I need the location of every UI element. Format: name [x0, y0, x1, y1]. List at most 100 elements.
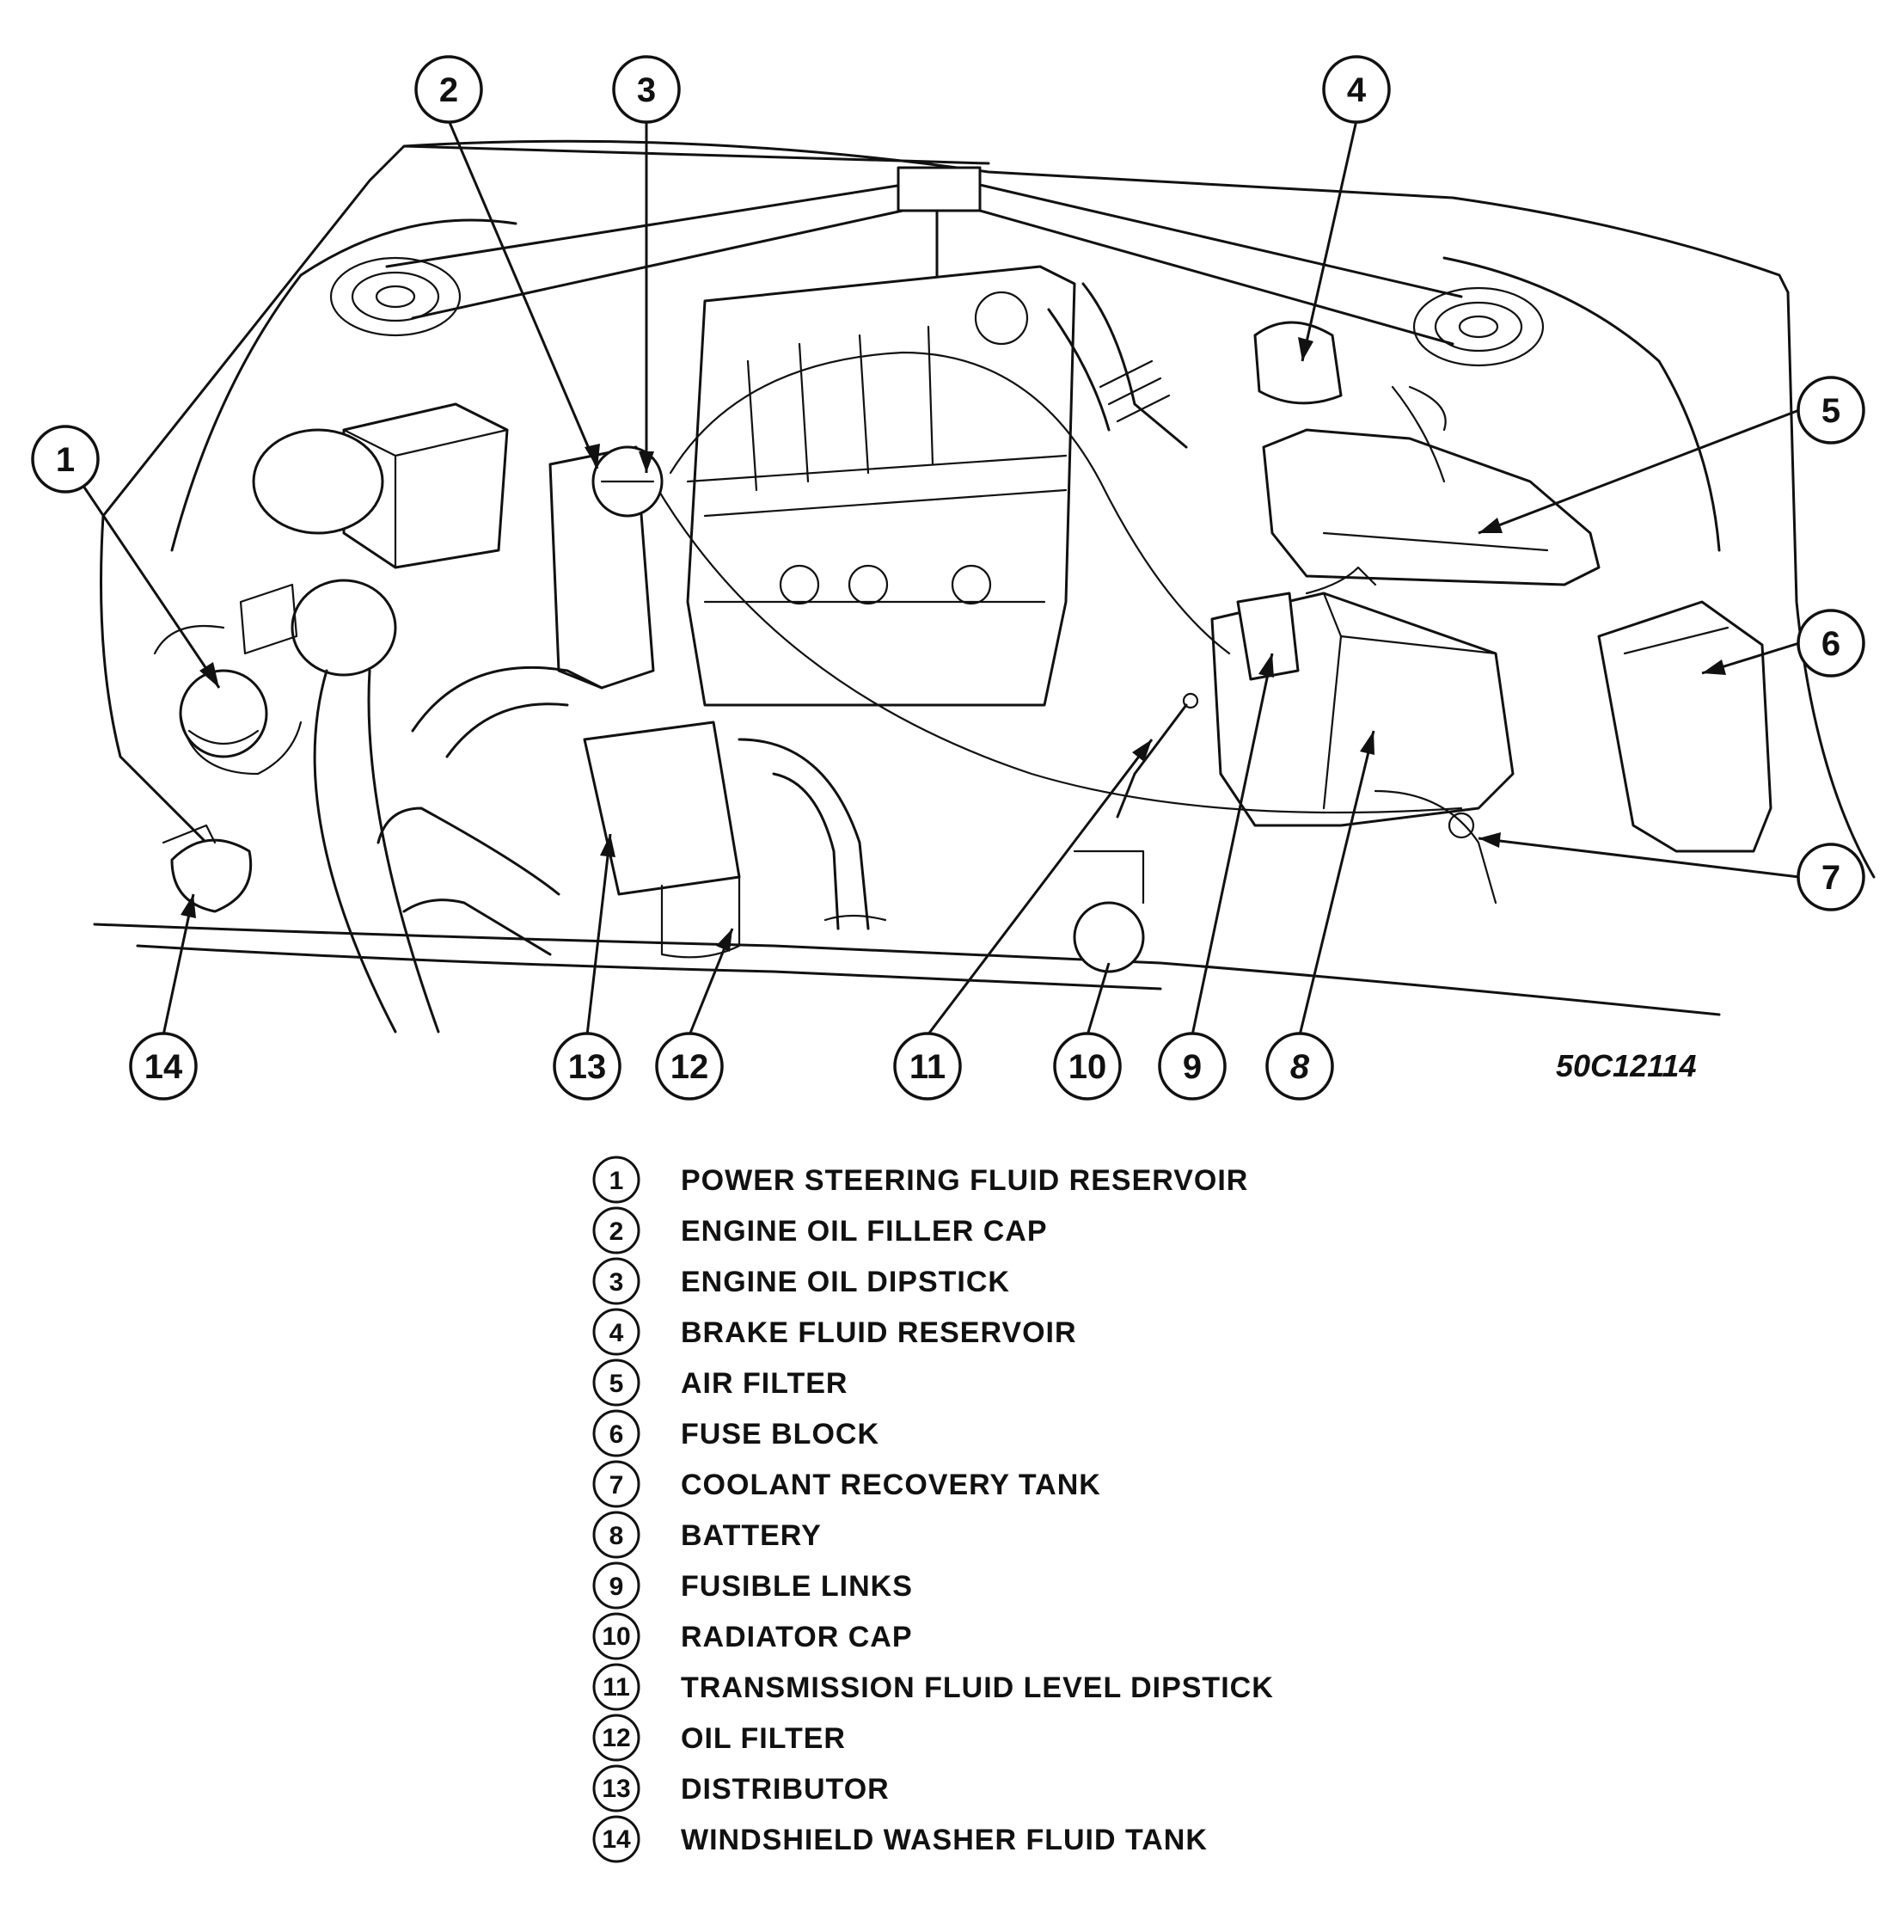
- svg-text:10: 10: [1068, 1048, 1107, 1086]
- svg-text:8: 8: [609, 1522, 624, 1550]
- svg-text:12: 12: [670, 1048, 709, 1086]
- legend-item: 2 ENGINE OIL FILLER CAP: [592, 1206, 1048, 1254]
- callout-5: 5: [1797, 376, 1865, 445]
- legend-item: 3 ENGINE OIL DIPSTICK: [592, 1257, 1010, 1305]
- svg-text:8: 8: [1290, 1048, 1310, 1086]
- leader-1: [64, 458, 221, 689]
- callout-11: 11: [893, 1032, 962, 1101]
- arrowhead-5: [1479, 518, 1503, 533]
- svg-text:7: 7: [609, 1471, 624, 1500]
- svg-text:7: 7: [1821, 859, 1840, 897]
- svg-text:TRANSMISSION FLUID LEVEL DIPST: TRANSMISSION FLUID LEVEL DIPSTICK: [681, 1671, 1274, 1704]
- legend-item: 10 RADIATOR CAP: [592, 1612, 913, 1660]
- svg-text:3: 3: [637, 71, 656, 109]
- figure-id: 50C12114: [1556, 1048, 1696, 1083]
- leader-10: [1086, 962, 1111, 1036]
- svg-text:COOLANT RECOVERY TANK: COOLANT RECOVERY TANK: [681, 1469, 1101, 1501]
- callout-4: 4: [1322, 55, 1391, 124]
- callout-7: 7: [1797, 843, 1865, 911]
- arrowhead-6: [1702, 659, 1726, 675]
- svg-text:FUSIBLE LINKS: FUSIBLE LINKS: [681, 1570, 913, 1603]
- svg-text:14: 14: [144, 1048, 183, 1086]
- callout-13: 13: [553, 1032, 621, 1101]
- svg-text:BATTERY: BATTERY: [681, 1519, 822, 1552]
- engine-drawing: [93, 139, 1876, 1033]
- svg-text:5: 5: [1821, 392, 1840, 430]
- svg-text:FUSE BLOCK: FUSE BLOCK: [681, 1418, 879, 1451]
- arrowhead-13: [600, 834, 615, 857]
- legend-item: 11 TRANSMISSION FLUID LEVEL DIPSTICK: [592, 1663, 1274, 1711]
- svg-text:5: 5: [609, 1370, 624, 1398]
- svg-text:4: 4: [1347, 71, 1367, 109]
- callout-8: 8: [1265, 1032, 1334, 1101]
- arrowhead-1: [199, 662, 219, 688]
- svg-text:13: 13: [568, 1048, 607, 1086]
- svg-text:POWER STEERING FLUID RESERVOIR: POWER STEERING FLUID RESERVOIR: [681, 1164, 1248, 1197]
- legend-item: 13 DISTRIBUTOR: [592, 1764, 890, 1812]
- svg-text:11: 11: [603, 1673, 630, 1702]
- svg-text:13: 13: [602, 1775, 630, 1803]
- callout-2: 2: [414, 55, 483, 124]
- legend-item: 9 FUSIBLE LINKS: [592, 1561, 913, 1610]
- svg-text:DISTRIBUTOR: DISTRIBUTOR: [681, 1773, 890, 1806]
- svg-text:12: 12: [602, 1724, 630, 1752]
- leader-lines: [64, 120, 1800, 1036]
- leader-5: [1478, 408, 1800, 535]
- legend-item: 7 COOLANT RECOVERY TANK: [592, 1460, 1101, 1508]
- legend-item: 14 WINDSHIELD WASHER FLUID TANK: [592, 1815, 1208, 1863]
- svg-text:ENGINE OIL FILLER CAP: ENGINE OIL FILLER CAP: [681, 1215, 1048, 1248]
- callout-9: 9: [1158, 1032, 1227, 1101]
- arrowhead-14: [181, 894, 196, 918]
- svg-text:4: 4: [609, 1319, 624, 1347]
- legend-item: 5 AIR FILTER: [592, 1359, 848, 1407]
- svg-text:1: 1: [609, 1167, 624, 1195]
- arrowhead-4: [1298, 337, 1313, 361]
- arrowhead-9: [1258, 653, 1274, 678]
- leader-11: [926, 739, 1154, 1036]
- callout-3: 3: [612, 55, 681, 124]
- legend-item: 6 FUSE BLOCK: [592, 1409, 879, 1457]
- arrowhead-12: [716, 929, 732, 952]
- svg-text:11: 11: [909, 1048, 946, 1086]
- svg-text:10: 10: [602, 1622, 630, 1651]
- leader-8: [1298, 730, 1375, 1036]
- svg-text:RADIATOR CAP: RADIATOR CAP: [681, 1621, 913, 1653]
- svg-text:BRAKE FLUID RESERVOIR: BRAKE FLUID RESERVOIR: [681, 1316, 1077, 1349]
- svg-text:9: 9: [1183, 1048, 1202, 1086]
- svg-text:2: 2: [439, 71, 458, 109]
- arrowhead-8: [1360, 731, 1374, 755]
- svg-text:ENGINE OIL DIPSTICK: ENGINE OIL DIPSTICK: [681, 1266, 1010, 1298]
- svg-text:AIR FILTER: AIR FILTER: [681, 1367, 848, 1400]
- callout-10: 10: [1053, 1032, 1122, 1101]
- callout-14: 14: [129, 1032, 198, 1101]
- leader-2: [447, 120, 599, 469]
- callout-12: 12: [655, 1032, 724, 1101]
- arrowhead-2: [585, 444, 600, 469]
- leader-13: [585, 833, 612, 1036]
- leader-4: [1301, 120, 1358, 362]
- svg-text:1: 1: [56, 441, 75, 479]
- svg-text:WINDSHIELD WASHER FLUID TANK: WINDSHIELD WASHER FLUID TANK: [681, 1824, 1208, 1856]
- svg-text:9: 9: [609, 1573, 624, 1601]
- svg-text:3: 3: [609, 1268, 624, 1297]
- svg-text:14: 14: [602, 1825, 631, 1854]
- legend-item: 1 POWER STEERING FLUID RESERVOIR: [592, 1156, 1248, 1204]
- legend: 1 POWER STEERING FLUID RESERVOIR 2 ENGIN…: [592, 1156, 1274, 1863]
- legend-item: 12 OIL FILTER: [592, 1714, 846, 1762]
- svg-text:OIL FILTER: OIL FILTER: [681, 1722, 846, 1755]
- legend-item: 4 BRAKE FLUID RESERVOIR: [592, 1308, 1077, 1356]
- arrowhead-7: [1479, 832, 1501, 848]
- arrowhead-3: [639, 451, 654, 473]
- leader-7: [1478, 837, 1800, 879]
- legend-item: 8 BATTERY: [592, 1511, 822, 1559]
- callouts: 1 2 3 4 5 6 7 8: [31, 55, 1865, 1101]
- arrowhead-11: [1132, 739, 1152, 762]
- leader-9: [1191, 653, 1274, 1036]
- svg-text:2: 2: [609, 1217, 624, 1246]
- svg-text:6: 6: [609, 1420, 624, 1449]
- callout-6: 6: [1797, 609, 1865, 678]
- svg-text:6: 6: [1821, 625, 1840, 663]
- leader-14: [162, 893, 195, 1036]
- callout-1: 1: [31, 425, 100, 494]
